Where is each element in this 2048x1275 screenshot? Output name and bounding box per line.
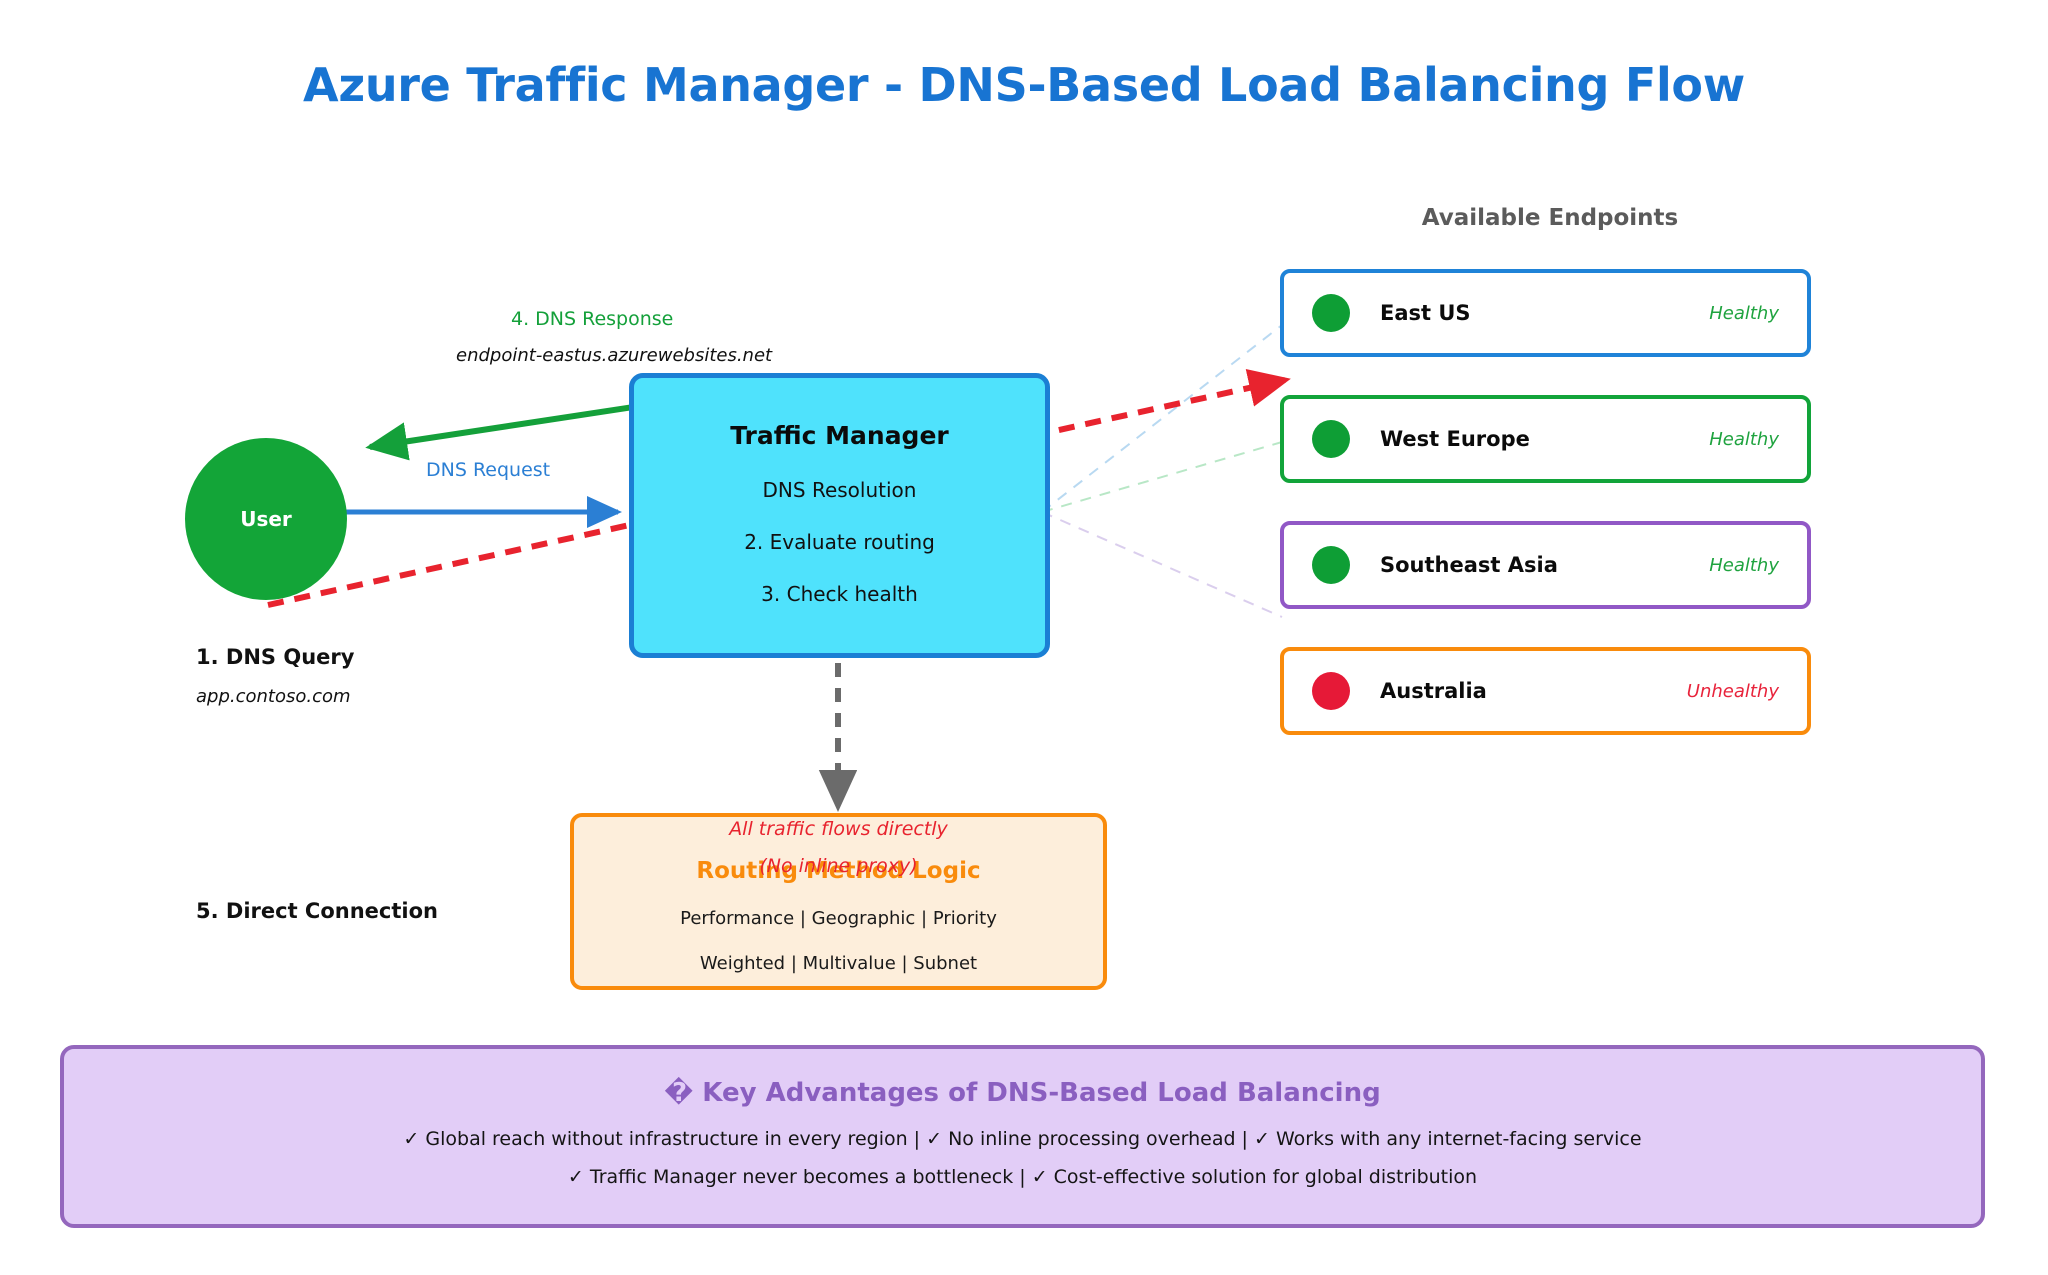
- dns-query-step-label: 1. DNS Query: [196, 645, 355, 669]
- endpoint-fanout-lines: [1041, 324, 1283, 618]
- dns-response-arrow-label: 4. DNS Response: [511, 308, 674, 330]
- dns-response-endpoint-value: endpoint-eastus.azurewebsites.net: [456, 345, 773, 366]
- fanout-line-west-europe: [1041, 441, 1283, 513]
- endpoint-card[interactable]: East US Healthy: [1280, 269, 1811, 357]
- endpoint-status-badge: Healthy: [1709, 302, 1779, 324]
- endpoint-status-badge: Unhealthy: [1686, 680, 1779, 702]
- key-advantages-title: � Key Advantages of DNS-Based Load Balan…: [664, 1078, 1381, 1108]
- endpoint-name: Southeast Asia: [1380, 553, 1558, 577]
- routing-method-node[interactable]: [570, 813, 1107, 990]
- fanout-line-east-us: [1041, 324, 1283, 513]
- fanout-line-southeast-asia: [1041, 511, 1283, 618]
- direct-connection-step-label: 5. Direct Connection: [196, 899, 438, 923]
- dns-query-domain: app.contoso.com: [196, 686, 351, 707]
- user-node-label: User: [240, 507, 292, 531]
- endpoint-status-badge: Healthy: [1709, 554, 1779, 576]
- endpoint-status-dot-icon: [1312, 294, 1350, 332]
- endpoint-name: Australia: [1380, 679, 1487, 703]
- endpoint-card[interactable]: West Europe Healthy: [1280, 395, 1811, 483]
- key-advantages-panel: [60, 1045, 1985, 1228]
- endpoint-card[interactable]: Southeast Asia Healthy: [1280, 521, 1811, 609]
- key-advantages-line-1: ✓ Global reach without infrastructure in…: [403, 1128, 1642, 1150]
- key-advantages-line-2: ✓ Traffic Manager never becomes a bottle…: [567, 1166, 1478, 1188]
- direct-flow-note-2: (No inline proxy): [759, 855, 918, 877]
- endpoint-card[interactable]: Australia Unhealthy: [1280, 647, 1811, 735]
- direct-flow-note-1: All traffic flows directly: [729, 818, 948, 840]
- dns-request-arrow-label: DNS Request: [426, 459, 551, 481]
- endpoints-panel-title: Available Endpoints: [1421, 205, 1679, 231]
- endpoint-status-dot-icon: [1312, 546, 1350, 584]
- page-title: Azure Traffic Manager - DNS-Based Load B…: [303, 58, 1745, 112]
- endpoint-status-badge: Healthy: [1709, 428, 1779, 450]
- endpoint-name: East US: [1380, 301, 1471, 325]
- endpoint-name: West Europe: [1380, 427, 1530, 451]
- traffic-manager-node[interactable]: [629, 373, 1050, 658]
- endpoint-status-dot-icon: [1312, 420, 1350, 458]
- user-node[interactable]: User: [185, 438, 347, 600]
- endpoint-status-dot-icon: [1312, 672, 1350, 710]
